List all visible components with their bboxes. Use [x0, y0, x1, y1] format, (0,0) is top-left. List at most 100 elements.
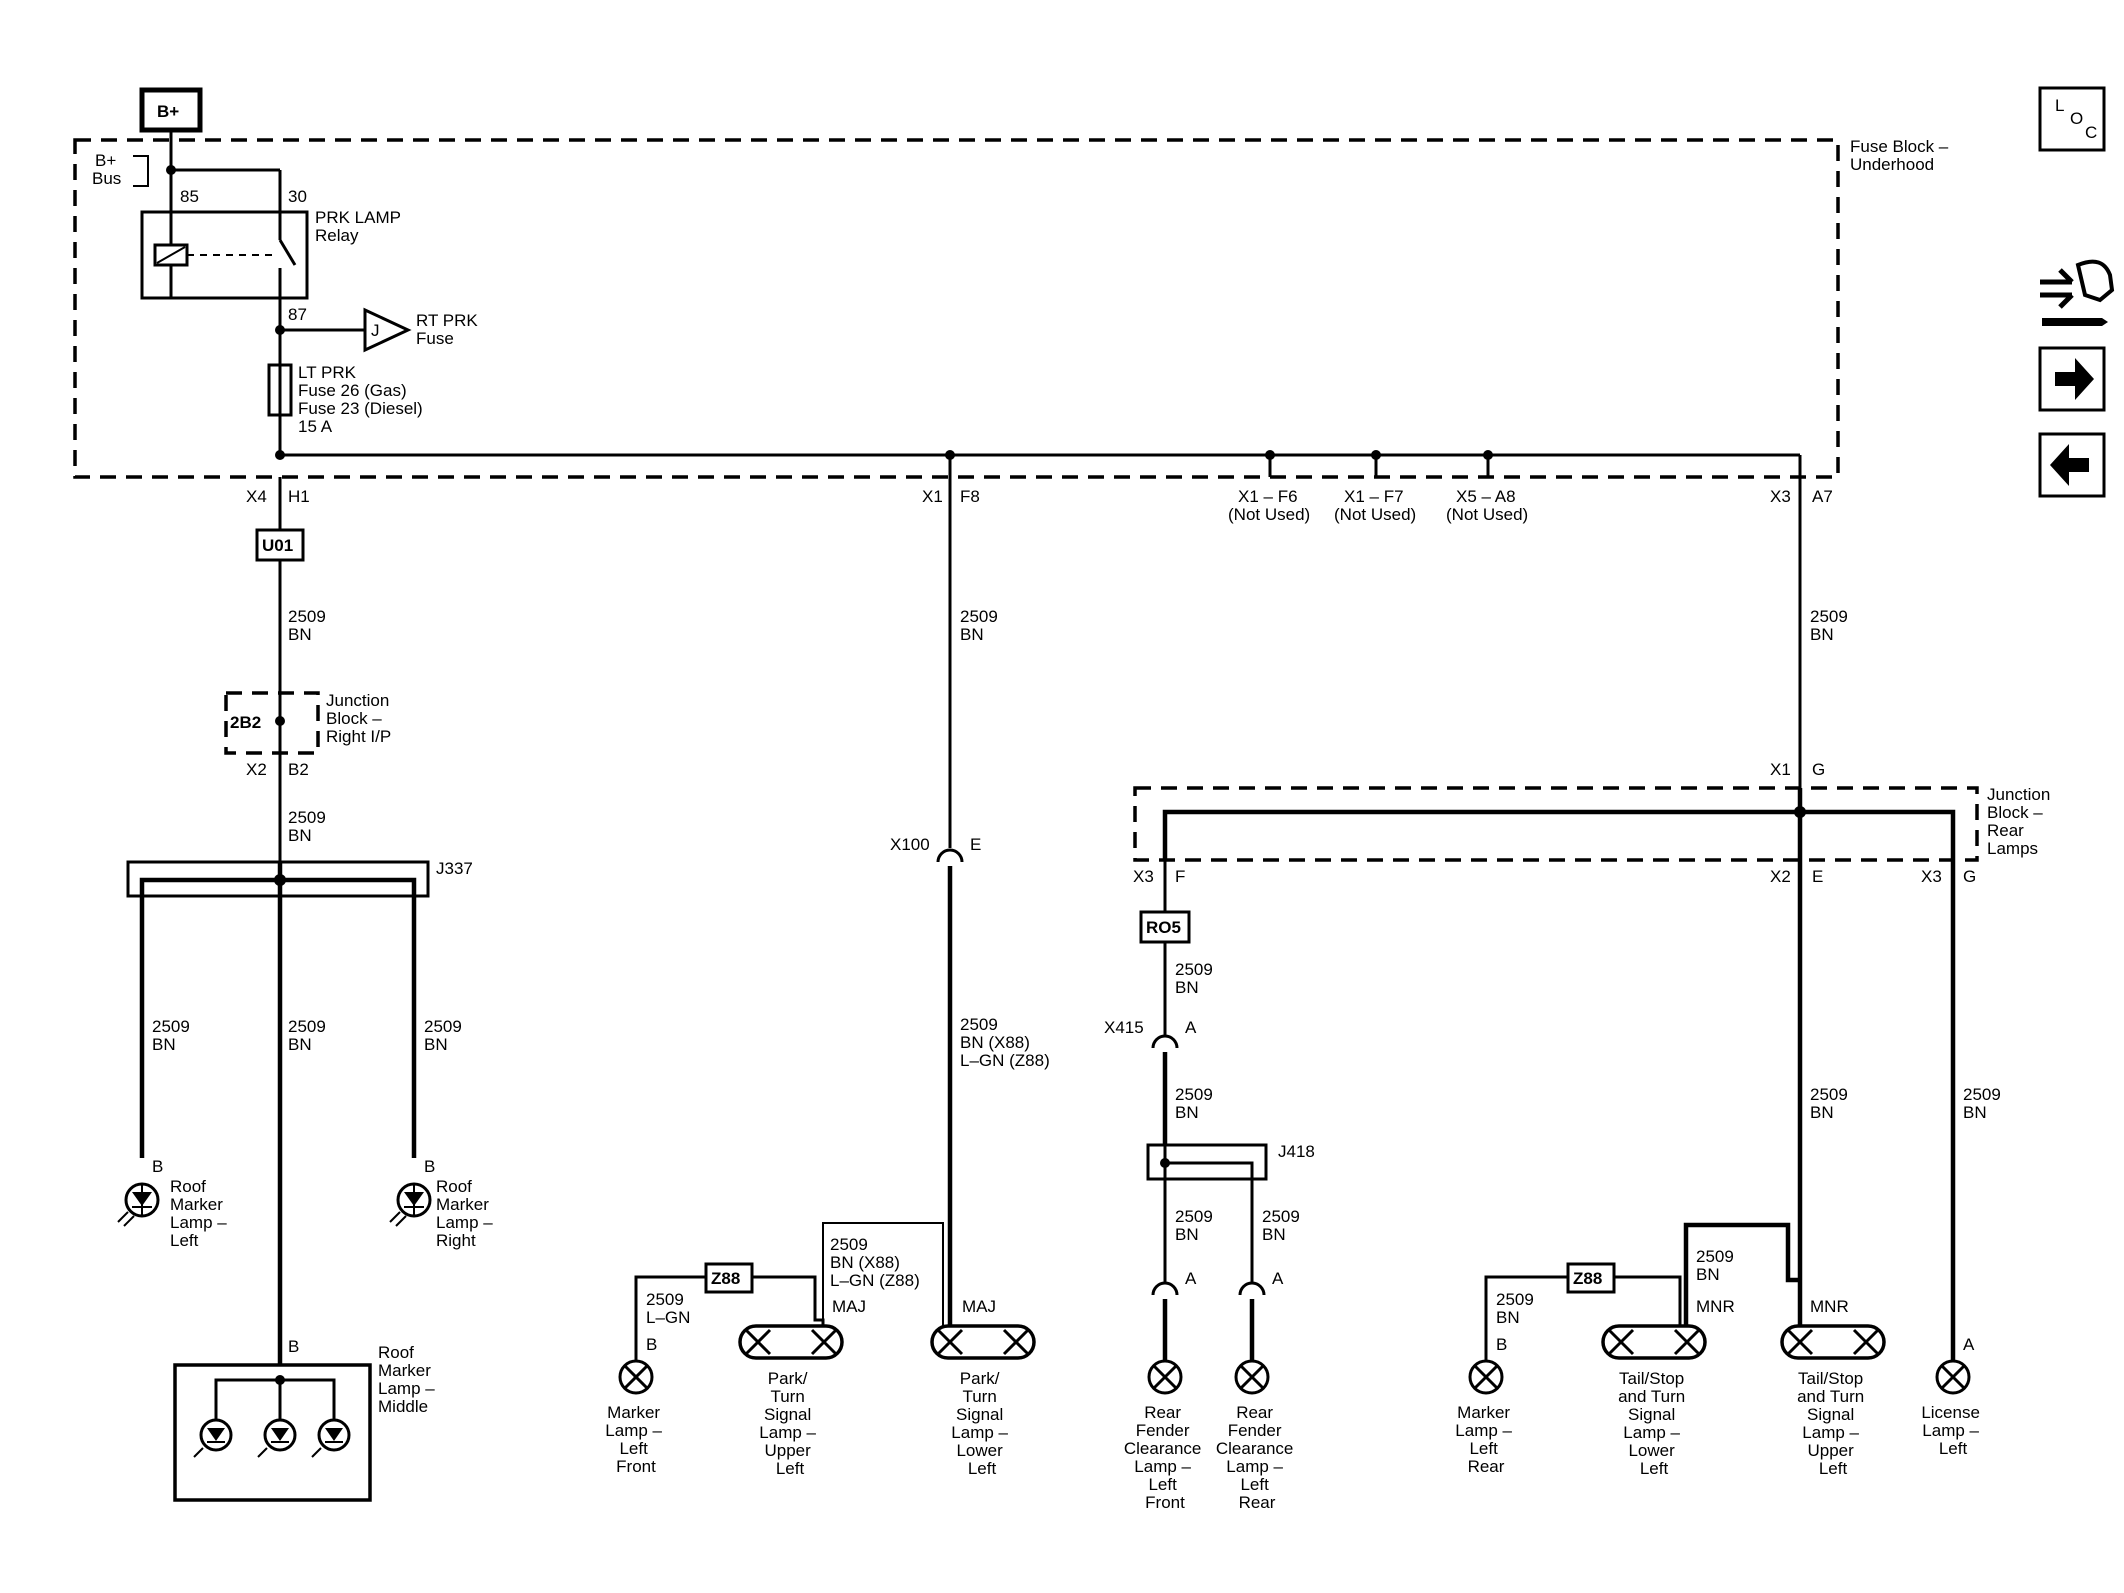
conn-x1-g-x1: X1	[1770, 760, 1791, 779]
fuse-block-label: Fuse Block – Underhood	[1850, 137, 1953, 174]
marker-lamp-left-front-bulb-icon	[618, 1359, 654, 1395]
tail-upper-mnr: MNR	[1810, 1297, 1849, 1316]
roof-marker-middle-led-1-icon	[193, 1418, 233, 1458]
wire-label-marker-lf: 2509 L–GN	[646, 1290, 690, 1327]
wire-label-x100: 2509 BN (X88) L–GN (Z88)	[960, 1015, 1050, 1070]
tail-stop-lower-lamp-icon	[1601, 1324, 1707, 1360]
wire-label-r05: 2509 BN	[1175, 960, 1218, 997]
inline-connector-x415-icon	[1151, 1034, 1179, 1049]
junction-block-rear-outline	[1133, 786, 1979, 862]
wire-label-j337-right: 2509 BN	[424, 1017, 467, 1054]
conn-x5-a8-not-used: (Not Used)	[1446, 505, 1528, 524]
wire-label-marker-lr: 2509 BN	[1496, 1290, 1539, 1327]
conn-x100: X100	[890, 835, 930, 854]
park-turn-upper-label: Park/ Turn Signal Lamp – Upper Left	[759, 1369, 820, 1478]
wire-label-a7: 2509 BN	[1810, 607, 1853, 644]
splice-j418-label: J418	[1278, 1142, 1315, 1161]
rear-fender-front-bulb-icon	[1147, 1359, 1183, 1395]
conn-x1-f6: X1 – F6	[1238, 487, 1298, 506]
tail-stop-lower-label: Tail/Stop and Turn Signal Lamp – Lower L…	[1618, 1369, 1690, 1478]
rear-fender-rear-bulb-icon	[1234, 1359, 1270, 1395]
junction-block-ip-label: Junction Block – Right I/P	[326, 691, 394, 746]
conn-x3-g: G	[1963, 867, 1976, 886]
svg-text:L: L	[2055, 96, 2064, 115]
roof-marker-right-led-icon	[389, 1182, 432, 1227]
marker-lamp-left-front-label: Marker Lamp – Left Front	[605, 1403, 666, 1476]
conn-x5-a8: X5 – A8	[1456, 487, 1516, 506]
wire-label-maj-upper: 2509 BN (X88) L–GN (Z88)	[830, 1235, 920, 1290]
junction-block-ip-outline	[224, 691, 320, 755]
wire-label-license: 2509 BN	[1963, 1085, 2006, 1122]
option-r05-label: RO5	[1146, 918, 1181, 937]
rt-prk-fuse-connector-icon	[363, 307, 412, 353]
park-lower-maj: MAJ	[962, 1297, 996, 1316]
wire-label-f8: 2509 BN	[960, 607, 1003, 644]
marker-lamp-left-rear-bulb-icon	[1468, 1359, 1504, 1395]
tail-lower-mnr: MNR	[1696, 1297, 1735, 1316]
conn-x2-e: E	[1812, 867, 1823, 886]
conn-x1-g: G	[1812, 760, 1825, 779]
rear-fender-front-pin-a: A	[1185, 1269, 1197, 1288]
roof-right-pin-b: B	[424, 1157, 435, 1176]
conn-a7: A7	[1812, 487, 1833, 506]
conn-x415-a: A	[1185, 1018, 1197, 1037]
park-turn-lower-label: Park/ Turn Signal Lamp – Lower Left	[951, 1369, 1012, 1478]
conn-f8: F8	[960, 487, 980, 506]
rt-prk-letter: J	[371, 321, 380, 340]
conn-x2-e-x2: X2	[1770, 867, 1791, 886]
component-locator-icon[interactable]	[2040, 259, 2115, 326]
conn-x415: X415	[1104, 1018, 1144, 1037]
loc-button[interactable]: L O C	[2038, 86, 2106, 152]
license-lamp-bulb-icon	[1935, 1359, 1971, 1395]
option-u01-label: U01	[262, 536, 293, 555]
bplus-label: B+	[157, 102, 179, 121]
roof-marker-left-label: Roof Marker Lamp – Left	[170, 1177, 231, 1250]
wire-label-j418-left: 2509 BN	[1175, 1207, 1218, 1244]
roof-marker-middle-led-2-icon	[257, 1418, 297, 1458]
splice-j337-label: J337	[436, 859, 473, 878]
conn-x1-f8-x1: X1	[922, 487, 943, 506]
connector-rear-fender-front-icon	[1151, 1281, 1179, 1296]
option-z88-rear-label: Z88	[1573, 1269, 1602, 1288]
wire-label-j337-left: 2509 BN	[152, 1017, 195, 1054]
marker-lamp-left-rear-label: Marker Lamp – Left Rear	[1455, 1403, 1516, 1476]
fuse-block-underhood-outline	[73, 138, 1840, 479]
bplus-bus-label: B+ Bus	[92, 151, 121, 188]
conn-b2: B2	[288, 760, 309, 779]
rear-fender-rear-pin-a: A	[1272, 1269, 1284, 1288]
conn-x1-f6-not-used: (Not Used)	[1228, 505, 1310, 524]
marker-lr-pin-b: B	[1496, 1335, 1507, 1354]
junction-block-rear-label: Junction Block – Rear Lamps	[1987, 785, 2055, 858]
relay-pin-87: 87	[288, 305, 307, 324]
rt-prk-fuse-label: RT PRK Fuse	[416, 311, 482, 348]
roof-left-pin-b: B	[152, 1157, 163, 1176]
conn-x3-g-x3: X3	[1921, 867, 1942, 886]
roof-marker-right-label: Roof Marker Lamp – Right	[436, 1177, 497, 1250]
relay-pin-85: 85	[180, 187, 199, 206]
bplus-box	[139, 87, 203, 133]
roof-marker-middle-led-3-icon	[311, 1418, 351, 1458]
connector-rear-fender-rear-icon	[1238, 1281, 1266, 1296]
wire-label-x2e: 2509 BN	[1810, 1085, 1853, 1122]
next-page-button[interactable]	[2038, 346, 2106, 412]
wire-label-left-2: 2509 BN	[288, 808, 331, 845]
previous-page-button[interactable]	[2038, 432, 2106, 498]
conn-h1: H1	[288, 487, 310, 506]
park-upper-maj: MAJ	[832, 1297, 866, 1316]
tail-stop-upper-lamp-icon	[1780, 1324, 1886, 1360]
wire-label-x415: 2509 BN	[1175, 1085, 1218, 1122]
license-pin-a: A	[1963, 1335, 1975, 1354]
conn-x1-f7-not-used: (Not Used)	[1334, 505, 1416, 524]
conn-x1-f7: X1 – F7	[1344, 487, 1404, 506]
conn-x2: X2	[246, 760, 267, 779]
svg-text:C: C	[2085, 123, 2097, 142]
park-turn-lower-lamp-icon	[930, 1324, 1036, 1360]
conn-x3-f-x3: X3	[1133, 867, 1154, 886]
marker-lf-pin-b: B	[646, 1335, 657, 1354]
inline-connector-x100-icon	[936, 848, 964, 863]
wire-label-j337-middle: 2509 BN	[288, 1017, 331, 1054]
relay-pin-30: 30	[288, 187, 307, 206]
rear-fender-front-label: Rear Fender Clearance Lamp – Left Front	[1124, 1403, 1206, 1512]
tail-stop-upper-label: Tail/Stop and Turn Signal Lamp – Upper L…	[1797, 1369, 1869, 1478]
